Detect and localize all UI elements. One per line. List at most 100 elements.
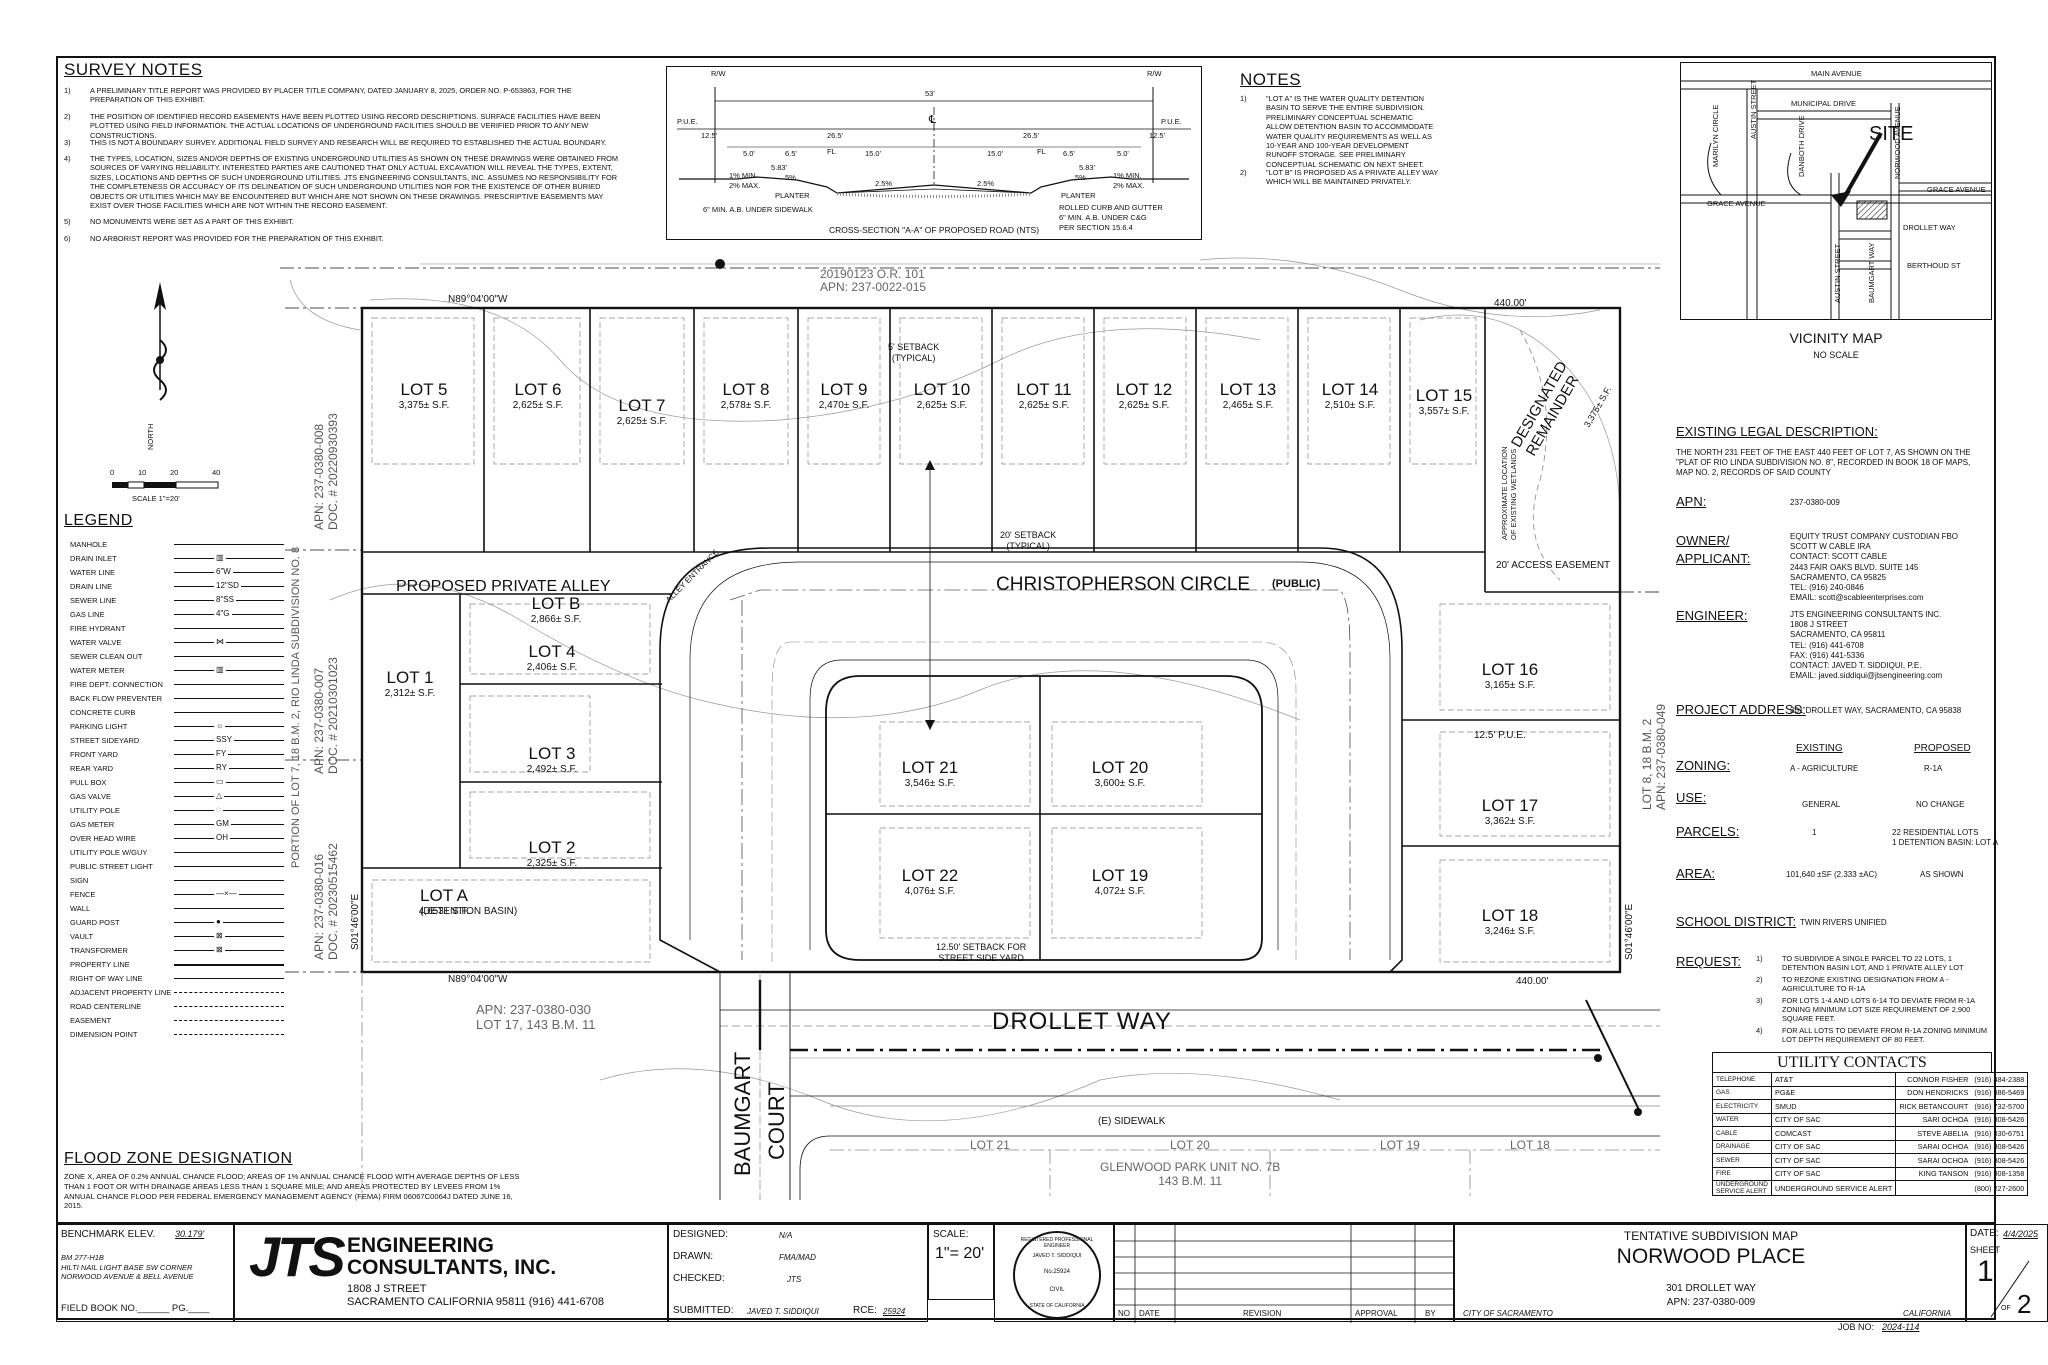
legend-line: 6"W <box>174 567 284 576</box>
cross-section-box: R/W R/W 53' P.U.E. P.U.E. 12.5' 26.5' 26… <box>666 66 1202 240</box>
slope-left: 1% MIN. 2% MAX. <box>729 171 761 190</box>
centerline-symbol: ℄ <box>929 114 937 126</box>
sheet-label: SHEET <box>1970 1245 2001 1255</box>
legend-item: ADJACENT PROPERTY LINE <box>70 988 172 997</box>
engineer-label: ENGINEER: <box>1676 608 1748 623</box>
legend-item: UTILITY POLE <box>70 806 120 815</box>
job-label: JOB NO: <box>1838 1322 1875 1332</box>
project-value: 301 DROLLET WAY, SACRAMENTO, CA 95838 <box>1790 706 1962 715</box>
legend-item: DIMENSION POINT <box>70 1030 138 1039</box>
rev-date: DATE <box>1139 1309 1160 1318</box>
legend-item: EASEMENT <box>70 1016 112 1025</box>
designed-label: DESIGNED: <box>673 1229 729 1240</box>
note-text: FOR ALL LOTS TO DEVIATE FROM R-1A ZONING… <box>1782 1025 1988 1045</box>
designed-value: N/A <box>779 1231 793 1240</box>
note-number: 3) <box>1756 995 1763 1005</box>
vicinity-streets <box>1681 80 1991 319</box>
title-block: BENCHMARK ELEV. 30.179' BM 277-H1B HILTI… <box>56 1222 2048 1323</box>
lot-label: LOT 5 <box>400 380 448 399</box>
seal-cell: REGISTERED PROFESSIONAL ENGINEER JAVED T… <box>994 1224 1114 1322</box>
utility-cell: UNDERGROUND SERVICE ALERT <box>1712 1180 1772 1196</box>
legend-symbol: —×— <box>214 889 239 898</box>
lot-label: LOT 15 <box>1415 386 1473 405</box>
note-number: 2) <box>1240 167 1247 177</box>
legend-symbol: 4"G <box>214 609 232 618</box>
drollet-way <box>715 259 1660 1200</box>
scale-40: 40 <box>212 468 221 477</box>
legend-item: RIGHT OF WAY LINE <box>70 974 143 983</box>
legend-item: WATER VALVE <box>70 638 122 647</box>
lot-area: 3,375± S.F. <box>398 400 450 411</box>
legend-line: —×— <box>174 889 284 898</box>
setback-12-label: 12.50' SETBACK FOR STREET SIDE YARD <box>936 942 1027 963</box>
wetlands-label: APPROXIMATE LOCATION OF EXISTING WETLAND… <box>1500 446 1518 541</box>
legend-symbol: OH <box>214 833 230 842</box>
lot-label: LOT 19 <box>1091 866 1149 885</box>
lot-area: 3,246± S.F. <box>1484 926 1536 937</box>
project-name: NORWOOD PLACE <box>1616 1245 1806 1268</box>
apn-value: 237-0380-009 <box>1790 498 1840 507</box>
owner-label: OWNER/ APPLICANT: <box>1676 533 1751 566</box>
curb-note: ROLLED CURB AND GUTTER <box>1059 203 1163 212</box>
lot-area: 2,578± S.F. <box>720 400 772 411</box>
bottom-bearing: N89°04'00"W <box>448 974 508 985</box>
note-text: TO REZONE EXISTING DESIGNATION FROM A - … <box>1782 974 1949 994</box>
lot-label: LOT 3 <box>528 744 576 763</box>
scale-10: 10 <box>138 468 147 477</box>
lot-area: 2,625± S.F. <box>916 400 968 411</box>
zoning-proposed: R-1A <box>1924 764 1943 773</box>
lot-area: 3,362± S.F. <box>1484 816 1536 827</box>
rev-no: NO <box>1118 1309 1130 1318</box>
firm-logo: JTS <box>249 1225 346 1288</box>
note-number: 6) <box>64 233 71 243</box>
legend-line: SSY <box>174 735 284 744</box>
ab-note-right: 6" MIN. A.B. UNDER C&G PER SECTION 15.6.… <box>1059 213 1147 232</box>
lot-label: LOT 17 <box>1481 796 1539 815</box>
dim-5: 6.5' <box>785 149 797 158</box>
lot-area: 4,072± S.F. <box>1094 886 1146 897</box>
rce-label: RCE: <box>853 1305 877 1316</box>
credits-cell: DESIGNED: N/A DRAWN: FMA/MAD CHECKED: JT… <box>668 1224 928 1322</box>
legend-symbol: ◌ <box>214 805 223 814</box>
vicinity-berthoud: BERTHOUD ST <box>1907 261 1961 270</box>
rev-revision: REVISION <box>1243 1309 1282 1318</box>
legend-symbol: FY <box>214 749 229 758</box>
legend-item: WATER LINE <box>70 568 116 577</box>
sheet-number: 1 <box>1977 1255 1994 1288</box>
lot-area: 3,165± S.F. <box>1484 680 1536 691</box>
legend-line: 4"G <box>174 609 284 618</box>
vicinity-map: MAIN AVENUE MUNICIPAL DRIVE SITE GRACE A… <box>1680 62 1992 320</box>
legend-item: DRAIN INLET <box>70 554 117 563</box>
note-number: 5) <box>64 217 71 227</box>
legend-line: ▭ <box>174 777 284 786</box>
survey-notes-title: SURVEY NOTES <box>64 60 203 79</box>
rev-by: BY <box>1425 1309 1436 1318</box>
slope-right: 1% MIN. 2% MAX. <box>1113 171 1145 190</box>
east-bearing: S01°46'00"E <box>1624 903 1635 960</box>
setback-20-label: 20' SETBACK (TYPICAL) <box>1000 530 1057 551</box>
notes-title: NOTES <box>1240 70 1302 89</box>
legal-text: THE NORTH 231 FEET OF THE EAST 440 FEET … <box>1676 448 1971 477</box>
contours <box>289 257 1621 1122</box>
legend-line <box>174 684 284 685</box>
pct-5-left: 5% <box>785 173 796 182</box>
lot-area: 2,470± S.F. <box>818 400 870 411</box>
lot-label: LOT 11 <box>1016 380 1072 399</box>
lot-label: LOT 9 <box>820 380 868 399</box>
east-lots <box>1402 719 1620 847</box>
legend-line <box>174 964 284 966</box>
planter-left: PLANTER <box>775 191 810 200</box>
apn-label: APN: <box>1676 494 1707 509</box>
legend-item: GUARD POST <box>70 918 120 927</box>
use-label: USE: <box>1676 790 1707 805</box>
lot-label: LOT 18 <box>1481 906 1539 925</box>
scale-cell: SCALE: 1"= 20' <box>928 1224 994 1300</box>
legend-line <box>174 852 284 853</box>
note-text: THE POSITION OF IDENTIFIED RECORD EASEME… <box>90 111 601 140</box>
owner-value: EQUITY TRUST COMPANY CUSTODIAN FBO SCOTT… <box>1790 532 1959 603</box>
seal-text: REGISTERED PROFESSIONAL ENGINEER <box>1020 1237 1094 1249</box>
